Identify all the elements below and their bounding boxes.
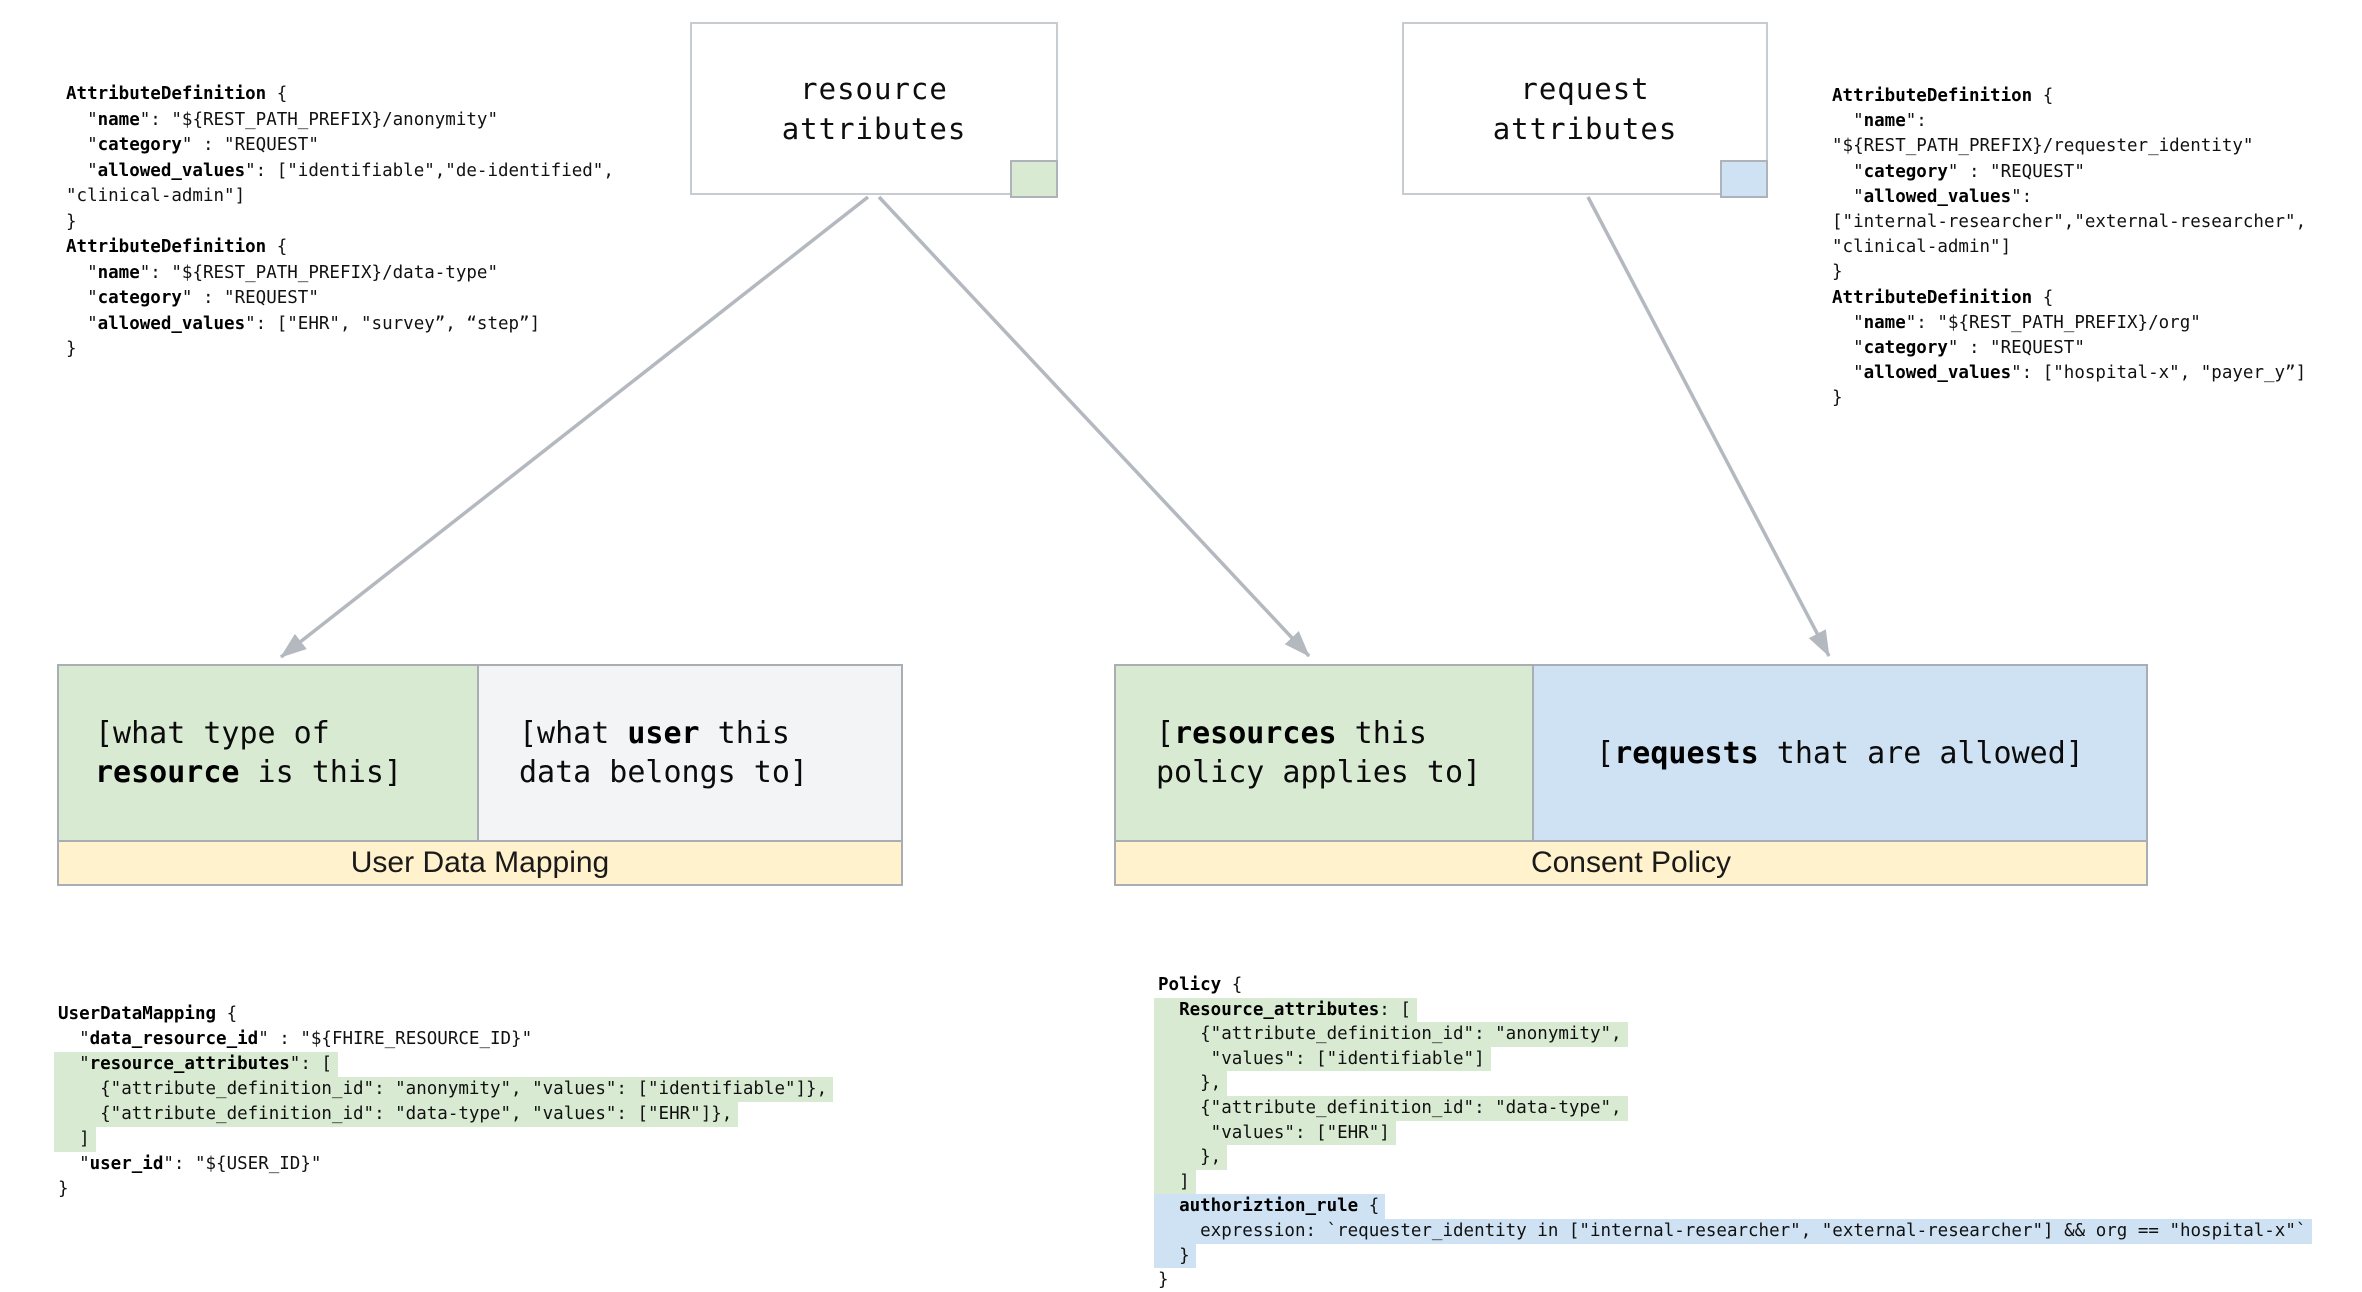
code-line: Policy { [1158, 975, 1243, 995]
code-line: }, [1154, 1071, 2312, 1096]
code-line: "values": ["EHR"] [1154, 1120, 2312, 1146]
user-data-mapping-cells: [what type of resource is this] [what use… [59, 666, 901, 840]
code-line: "user_id": "${USER_ID}" [58, 1154, 322, 1174]
code-line: ] [54, 1127, 833, 1152]
cell-line: [what user this [519, 716, 790, 751]
code-line: {"attribute_definition_id": "data-type",… [54, 1102, 833, 1127]
code-line: AttributeDefinition { [1832, 86, 2054, 106]
resource-attributes-box: resource attributes [690, 22, 1058, 198]
consent-policy-title: Consent Policy [1530, 846, 1732, 879]
code-line: "allowed_values": [1832, 186, 2033, 207]
resource-color-swatch [1010, 160, 1058, 198]
code-line: AttributeDefinition { [66, 237, 288, 257]
code-line: "category" : "REQUEST" [1832, 161, 2085, 182]
code-line: } [1832, 262, 1843, 283]
user-data-mapping-title: User Data Mapping [350, 846, 610, 879]
code-line: ] [1154, 1169, 2312, 1195]
request-attribute-definitions-code: AttributeDefinition { "name": "${REST_PAT… [1832, 84, 2306, 411]
consent-policy-structure: [resources this policy applies to] [reque… [1114, 664, 2148, 886]
code-line: AttributeDefinition { [1832, 287, 2054, 308]
code-line: "resource_attributes": [ [54, 1052, 833, 1077]
code-line: "clinical-admin"] [66, 186, 246, 206]
code-line: "clinical-admin"] [1832, 237, 2012, 258]
consent-policy-title-bar: Consent Policy [1116, 840, 2146, 884]
code-line: } [1832, 388, 1843, 409]
code-line: } [1158, 1270, 1169, 1291]
arrow-resource-to-consent-policy [877, 195, 1311, 658]
cell-line: policy applies to] [1156, 755, 1482, 790]
policy-example-code: Policy { Resource_attributes: [ {"attrib… [1154, 973, 2313, 1292]
code-line: } [66, 339, 77, 359]
code-line: } [58, 1179, 69, 1199]
request-color-swatch [1720, 160, 1768, 198]
code-line: UserDataMapping { [58, 1004, 238, 1024]
user-data-mapping-example-code: UserDataMapping { "data_resource_id" : "… [54, 1002, 834, 1202]
code-line: Resource_attributes: [ [1154, 997, 2312, 1023]
cell-line: [requests that are allowed] [1596, 735, 2084, 771]
code-line: {"attribute_definition_id": "data-type", [1154, 1095, 2312, 1121]
user-data-mapping-title-bar: User Data Mapping [59, 840, 901, 884]
user-data-mapping-structure: [what type of resource is this] [what use… [57, 664, 903, 886]
code-line: } [1154, 1243, 2312, 1269]
code-line: "name": "${REST_PATH_PREFIX}/anonymity" [66, 109, 498, 130]
cell-line: resource is this] [95, 755, 403, 790]
resource-attributes-label-line1: resource [800, 71, 948, 106]
code-line: "category" : "REQUEST" [66, 135, 319, 155]
code-line: "category" : "REQUEST" [66, 288, 319, 308]
code-line: } [66, 211, 77, 232]
udm-user-cell: [what user this data belongs to] [479, 666, 901, 840]
code-line: "category" : "REQUEST" [1832, 337, 2085, 358]
consent-requests-cell: [requests that are allowed] [1534, 666, 2146, 840]
code-line: {"attribute_definition_id": "anonymity",… [54, 1077, 834, 1102]
cell-line: [resources this [1156, 716, 1427, 751]
code-line: "name": "${REST_PATH_PREFIX}/org" [1832, 312, 2201, 333]
cell-line: data belongs to] [519, 755, 808, 790]
code-line: }, [1154, 1145, 2312, 1170]
code-line: "data_resource_id" : "${FHIRE_RESOURCE_I… [58, 1029, 533, 1049]
code-line: "allowed_values": ["hospital-x", "payer_… [1832, 363, 2307, 384]
udm-resource-type-cell: [what type of resource is this] [59, 666, 479, 840]
resource-attributes-label-line2: attributes [781, 111, 967, 146]
code-line: authoriztion_rule { [1154, 1194, 2312, 1219]
consent-policy-cells: [resources this policy applies to] [reque… [1116, 666, 2146, 840]
code-line: "allowed_values": ["EHR", "survey”, “ste… [66, 313, 541, 334]
code-line: expression: `requester_identity in ["int… [1154, 1218, 2313, 1244]
request-attributes-label-line1: request [1520, 71, 1650, 106]
code-line: ["internal-researcher","external-researc… [1832, 211, 2307, 232]
code-line: AttributeDefinition { [66, 84, 288, 104]
code-line: "name": "${REST_PATH_PREFIX}/data-type" [66, 262, 498, 283]
code-line: "values": ["identifiable"] [1154, 1046, 2312, 1072]
code-line: "allowed_values": ["identifiable","de-id… [66, 160, 614, 181]
consent-resources-cell: [resources this policy applies to] [1116, 666, 1534, 840]
resource-attribute-definitions-code: AttributeDefinition { "name": "${REST_PA… [66, 82, 614, 363]
code-line: {"attribute_definition_id": "anonymity", [1154, 1022, 2312, 1047]
arrow-request-to-consent-policy [1586, 196, 1831, 657]
code-line: "name": [1832, 111, 1927, 132]
request-attributes-label-line2: attributes [1492, 111, 1678, 146]
cell-line: [what type of [95, 716, 330, 751]
code-line: "${REST_PATH_PREFIX}/requester_identity" [1832, 136, 2254, 157]
request-attributes-box: request attributes [1402, 22, 1768, 198]
